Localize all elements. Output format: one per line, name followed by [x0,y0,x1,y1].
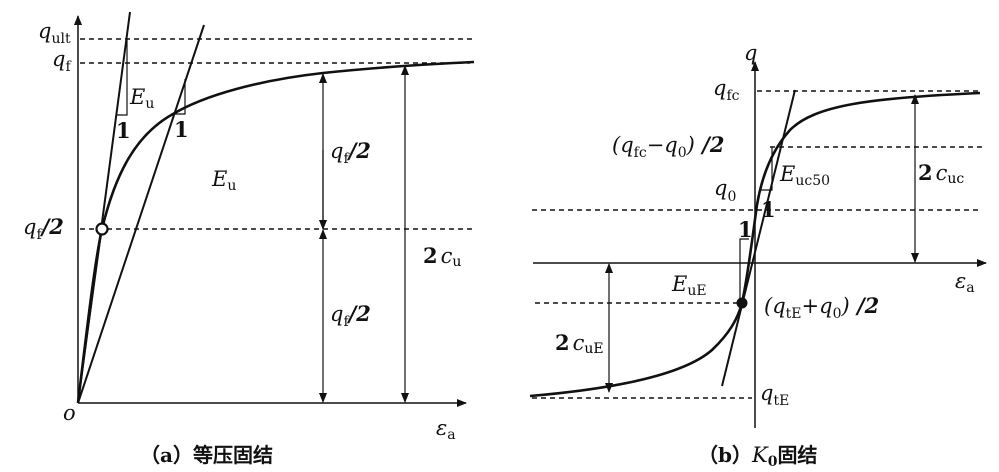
half-strength-point [95,222,109,236]
label-E-uE: EuE [671,272,707,299]
label-half-tE: (qtE+q0) /2 [764,293,879,322]
caption-a: （a）等压固结 [140,443,273,467]
label-x-axis-strain: εa [436,416,456,443]
label-E-u-secant: Eu [211,167,236,194]
slope-triangle-comp [760,147,773,191]
secant-to-half-point [77,228,103,404]
label-q-tE: qtE [760,381,789,409]
label-y-axis-q: q [744,41,757,65]
label-x-axis-strain: εa [955,269,975,296]
secant-line [77,24,205,404]
half-extension-point [736,297,748,309]
label-slope-one-1: 1 [116,118,131,143]
caption-b: （b）K0固结 [698,443,817,470]
label-q-f-half-lower: qf/2 [330,301,371,330]
slope-triangle-ext [739,238,749,300]
label-half-fc: (qfc−q0) /2 [612,132,724,161]
label-q-ult: qult [38,19,71,47]
label-q-fc: qfc [713,76,740,104]
slope-triangle-1 [117,38,128,116]
label-origin: o [63,401,76,425]
label-E-uc50: Euc50 [779,162,830,189]
label-q0: q0 [714,176,736,205]
label-q-f-half-upper: qf/2 [330,138,371,167]
slope-triangle-2 [173,79,186,115]
stress-strain-curve [529,91,981,398]
label-q-f-half-axis: qf/2 [23,214,64,243]
label-slope-one-ext: 1 [738,217,753,242]
panel-b-k0: q qfc (qfc−q0) /2 q0 Euc50 1 1 EuE (qtE+… [529,41,987,470]
tangent-line [721,89,796,387]
label-q-f: qf [52,47,72,75]
label-E-u-tangent: Eu [129,85,154,112]
label-slope-one-comp: 1 [761,197,776,222]
stress-strain-curve [76,60,475,404]
label-slope-one-2: 1 [174,117,189,142]
